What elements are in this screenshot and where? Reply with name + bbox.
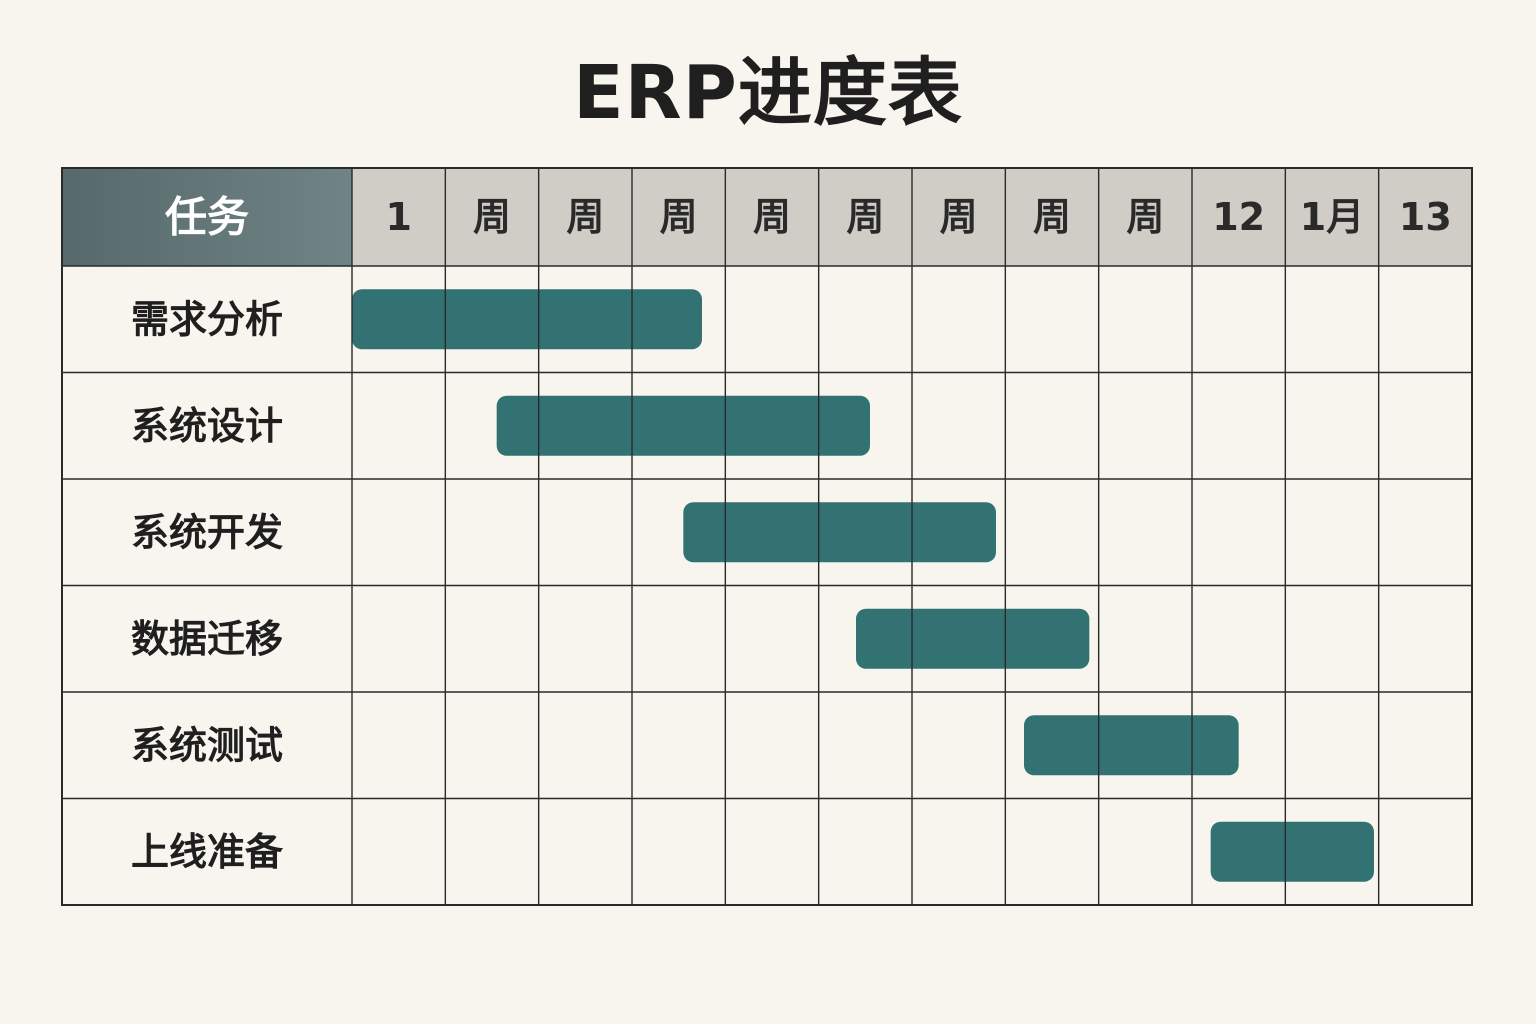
column-header-label: 周 (473, 195, 511, 239)
table-border (61, 167, 1473, 906)
task-header-label: 任务 (165, 193, 249, 242)
task-label: 系统设计 (131, 404, 283, 448)
column-header-cell (1285, 168, 1379, 266)
column-header-label: 周 (846, 195, 884, 239)
task-label: 数据迁移 (131, 617, 283, 661)
column-header-label: 周 (1033, 195, 1071, 239)
column-header-label: 周 (660, 195, 698, 239)
column-header-label: 13 (1399, 195, 1452, 239)
task-bar (1024, 715, 1239, 776)
task-bar (1210, 821, 1374, 882)
column-header-label: 周 (753, 195, 791, 239)
column-header-label: 周 (1126, 195, 1164, 239)
column-header-cell (1098, 168, 1192, 266)
chart-title: ERP进度表 (573, 50, 963, 136)
column-header-cell (725, 168, 819, 266)
task-bar (352, 289, 702, 350)
column-header-label: 12 (1212, 195, 1265, 239)
task-label: 系统开发 (131, 510, 283, 554)
column-header-label: 周 (940, 195, 978, 239)
task-label: 需求分析 (131, 297, 283, 341)
task-bar (856, 608, 1090, 669)
column-header-cell (1005, 168, 1099, 266)
column-header-cell (1378, 168, 1472, 266)
column-header-cell (912, 168, 1006, 266)
task-label: 上线准备 (131, 830, 284, 874)
column-header-cell (632, 168, 726, 266)
task-header-cell (62, 168, 352, 266)
column-header-cell (445, 168, 539, 266)
column-header-cell (818, 168, 912, 266)
task-label: 系统测试 (131, 723, 283, 767)
column-header-cell (538, 168, 632, 266)
column-header-label: 1月 (1300, 195, 1364, 239)
column-header-label: 1 (385, 195, 411, 239)
column-header-cell (352, 168, 446, 266)
column-header-label: 周 (566, 195, 604, 239)
task-bar (683, 502, 996, 563)
column-header-cell (1192, 168, 1286, 266)
task-bar (496, 395, 870, 456)
